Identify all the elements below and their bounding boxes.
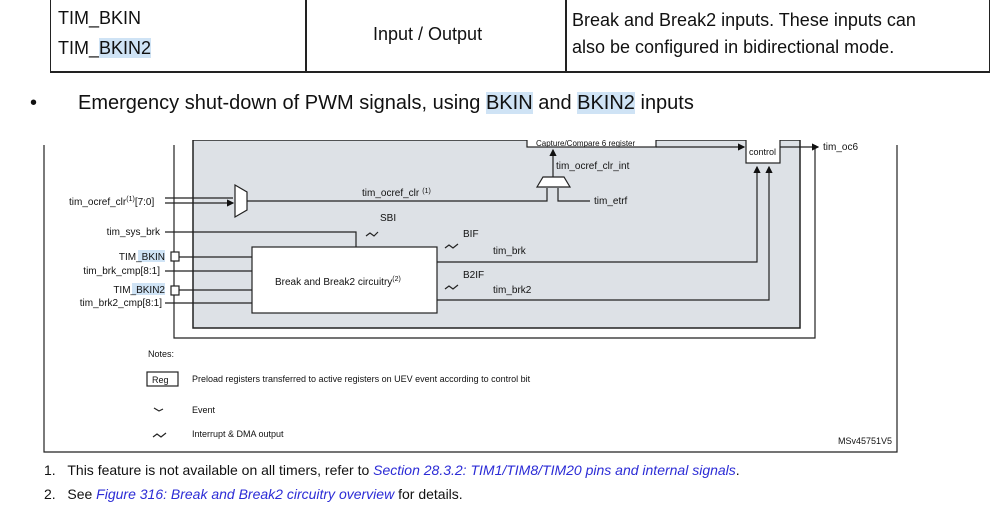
highlighted-text: BKIN2 — [99, 38, 152, 58]
output-label: tim_oc6 — [823, 142, 858, 153]
interrupt-icon — [152, 432, 167, 438]
signal-label: tim_brk2 — [493, 285, 532, 296]
signal-label: tim_brk — [493, 246, 527, 257]
footnote-1: 1. This feature is not available on all … — [44, 462, 740, 478]
event-icon — [365, 231, 379, 237]
event-icon — [153, 407, 164, 412]
footnote-number: 1. — [44, 462, 56, 478]
legend-text: Interrupt & DMA output — [192, 429, 284, 439]
control-label: control — [749, 147, 776, 157]
signal-description-line: Break and Break2 inputs. These inputs ca… — [572, 10, 916, 30]
signal-label: tim_ocref_clr(1)[7:0] — [69, 196, 154, 208]
signal-description-line: also be configured in bidirectional mode… — [572, 37, 895, 57]
mux-icon — [535, 176, 572, 188]
text: Emergency shut-down of PWM signals, usin… — [78, 92, 486, 114]
signal-label: tim_sys_brk — [107, 227, 161, 238]
mux-icon — [234, 183, 248, 219]
figure-id: MSv45751V5 — [838, 436, 892, 446]
bullet-text: Emergency shut-down of PWM signals, usin… — [78, 92, 694, 115]
section-link[interactable]: Section 28.3.2: TIM1/TIM8/TIM20 pins and… — [373, 462, 736, 478]
flag-label: SBI — [380, 213, 396, 224]
interrupt-icon — [444, 284, 459, 290]
register-label: Capture/Compare 6 register — [536, 139, 635, 148]
signal-table — [50, 0, 990, 73]
highlighted-text: BKIN — [485, 92, 533, 114]
signal-type: Input / Output — [373, 24, 483, 44]
pin-pad — [170, 285, 180, 296]
flag-label: B2IF — [463, 270, 484, 281]
pin-pad — [170, 251, 180, 262]
footnote-text: This feature is not available on all tim… — [67, 462, 374, 478]
signal-name-bkin2: TIM_BKIN2 — [58, 33, 152, 63]
bullet-dot: • — [30, 92, 38, 114]
interrupt-icon — [444, 243, 459, 249]
legend-text: Preload registers transferred to active … — [192, 374, 531, 384]
signal-name-bkin: TIM_BKIN — [58, 8, 142, 28]
footnote-text: . — [735, 462, 740, 478]
break-circuitry-block — [251, 246, 438, 314]
reg-legend-label: Reg — [152, 375, 169, 385]
text: inputs — [634, 92, 694, 114]
signal-label: tim_ocref_clr(1) — [362, 188, 431, 199]
signal-label: tim_etrf — [594, 196, 628, 207]
text: and — [532, 92, 578, 114]
table-divider — [565, 0, 567, 71]
table-divider — [305, 0, 307, 71]
footnote-text: for details. — [394, 486, 463, 502]
figure-link[interactable]: Figure 316: Break and Break2 circuitry o… — [96, 486, 395, 502]
block-label: Break and Break2 circuitry(2) — [275, 276, 401, 288]
footnote-2: 2. See Figure 316: Break and Break2 circ… — [44, 486, 463, 502]
footnote-text: See — [67, 486, 97, 502]
reg-legend-box — [146, 371, 179, 387]
highlighted-text: BKIN2 — [577, 92, 635, 114]
signal-label: TIM_BKIN — [119, 252, 165, 263]
timer-frame — [173, 145, 816, 339]
signal-label: tim_brk_cmp[8:1] — [83, 266, 160, 277]
signal-prefix: TIM_ — [58, 38, 100, 58]
signal-label: TIM_BKIN2 — [113, 285, 165, 296]
flag-label: BIF — [463, 229, 479, 240]
legend-text: Event — [192, 405, 216, 415]
notes-title: Notes: — [148, 349, 174, 359]
figure-frame — [43, 145, 898, 453]
footnote-number: 2. — [44, 486, 56, 502]
signal-label: tim_brk2_cmp[8:1] — [80, 298, 162, 309]
signal-label: tim_ocref_clr_int — [556, 161, 630, 172]
